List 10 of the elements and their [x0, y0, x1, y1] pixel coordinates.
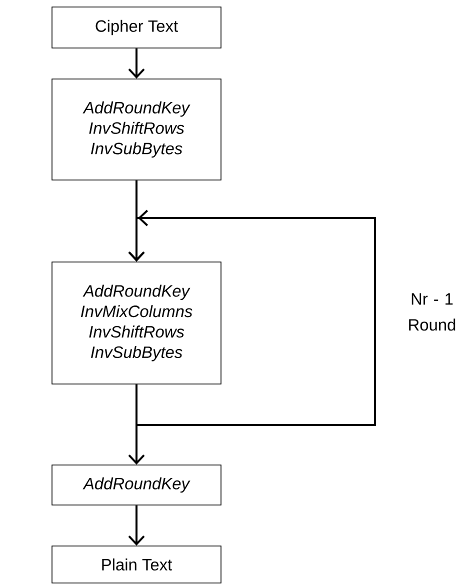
arrow	[128, 48, 145, 79]
arrow	[128, 505, 145, 546]
process-box: AddRoundKey InvMixColumns InvShiftRows InvSubBytes	[52, 262, 222, 384]
arrow	[128, 384, 145, 465]
process-box: AddRoundKey	[52, 464, 222, 506]
edge-label: Nr - 1 Round	[409, 293, 456, 331]
process-box: AddRoundKey InvShiftRows InvSubBytes	[52, 78, 222, 180]
process-box: Plain Text	[52, 546, 222, 584]
process-box: Cipher Text	[52, 6, 222, 48]
arrow	[128, 210, 376, 426]
